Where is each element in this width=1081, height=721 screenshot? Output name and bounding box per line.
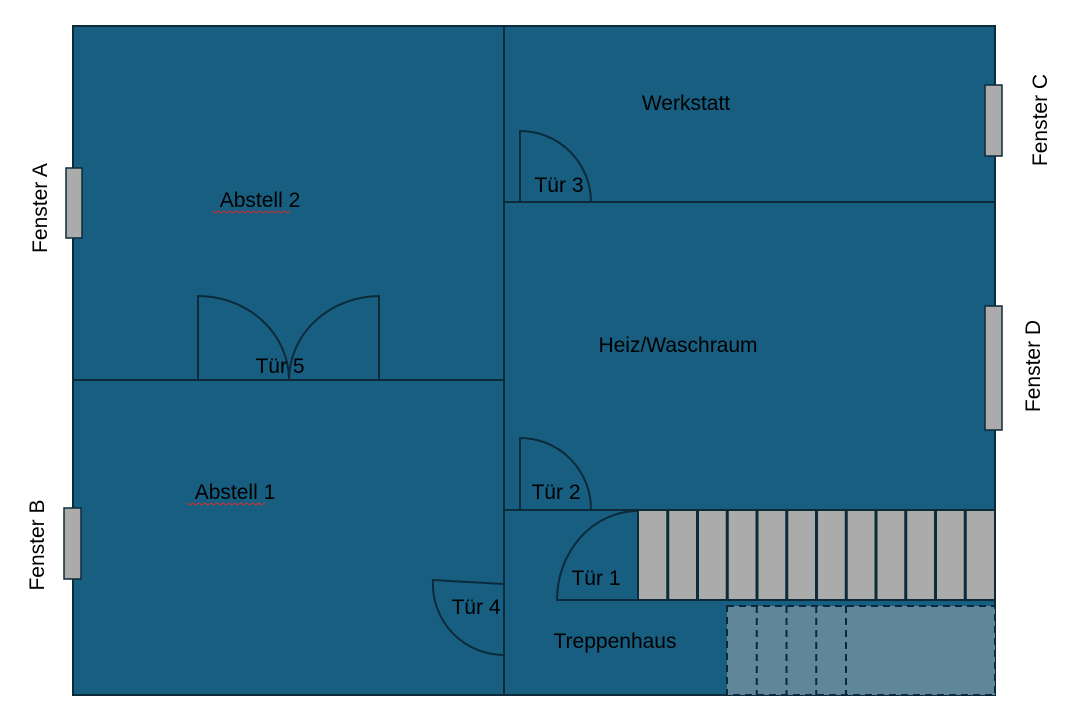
spellcheck-underline	[211, 210, 291, 214]
door-label-4: Tür 4	[451, 596, 500, 619]
room-label-werkstatt: Werkstatt	[642, 92, 730, 115]
door-4	[431, 578, 505, 657]
stairs	[637, 509, 996, 696]
window-label-b: Fenster B	[26, 499, 49, 590]
room-label-abstell-2: Abstell 2	[220, 189, 301, 212]
door-2	[519, 436, 592, 510]
window-a	[65, 167, 83, 239]
window-d	[984, 305, 1003, 431]
door-1	[555, 509, 639, 601]
window-b	[63, 507, 82, 580]
door-label-2: Tür 2	[531, 481, 580, 504]
stairs-below	[726, 605, 996, 696]
window-c	[984, 84, 1003, 157]
door-label-5: Tür 5	[255, 355, 304, 378]
door-3	[519, 129, 592, 203]
window-label-c: Fenster C	[1029, 74, 1052, 166]
spellcheck-underline	[186, 502, 266, 506]
room-label-treppenhaus: Treppenhaus	[554, 630, 677, 653]
window-label-a: Fenster A	[29, 163, 52, 253]
door-label-3: Tür 3	[534, 174, 583, 197]
room-label-heiz-waschraum: Heiz/Waschraum	[598, 334, 757, 357]
window-label-d: Fenster D	[1022, 320, 1045, 412]
door-5	[197, 294, 380, 381]
door-label-1: Tür 1	[571, 567, 620, 590]
room-label-abstell-1: Abstell 1	[195, 481, 276, 504]
